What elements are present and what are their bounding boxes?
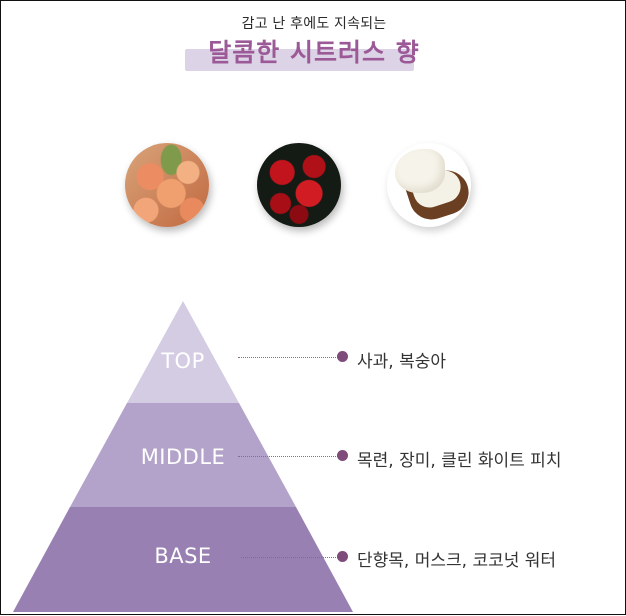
page-title: 달콤한 시트러스 향 xyxy=(208,38,420,67)
bullet-dot-middle xyxy=(337,450,348,461)
title-highlight xyxy=(185,49,414,71)
title-block: 달콤한 시트러스 향 xyxy=(1,33,626,71)
peach-image xyxy=(125,143,209,227)
notes-middle: 목련, 장미, 클린 화이트 피치 xyxy=(357,451,562,471)
pyramid-layer-middle xyxy=(70,403,296,507)
pyramid-layer-top xyxy=(127,301,239,403)
bullet-dot-top xyxy=(337,351,348,362)
pyramid-layer-base xyxy=(13,507,353,612)
subtitle: 감고 난 후에도 지속되는 xyxy=(241,16,387,32)
milk-splash-shape xyxy=(395,149,445,193)
layer-label-middle: MIDDLE xyxy=(140,445,226,469)
leader-line-top xyxy=(238,357,342,358)
notes-base: 단향목, 머스크, 코코넛 워터 xyxy=(357,551,557,571)
leader-line-base xyxy=(241,557,342,558)
leader-line-middle xyxy=(238,456,342,457)
bullet-dot-base xyxy=(337,551,348,562)
notes-top: 사과, 복숭아 xyxy=(357,352,447,372)
rose-image xyxy=(257,143,341,227)
coconut-image xyxy=(387,143,471,227)
layer-label-top: TOP xyxy=(161,349,205,373)
layer-label-base: BASE xyxy=(154,544,212,568)
